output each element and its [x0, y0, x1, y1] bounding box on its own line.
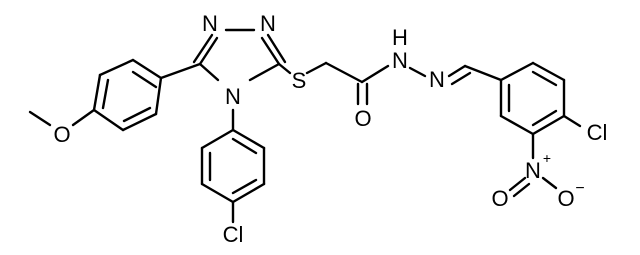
- bond: [92, 108, 125, 132]
- atom-label-methoxy-oxygen: O: [53, 122, 70, 147]
- bond: [98, 58, 135, 77]
- atom-label-sulfur: S: [292, 68, 307, 93]
- bond: [450, 71, 472, 86]
- bond: [121, 112, 158, 132]
- bond: [71, 108, 96, 127]
- bond: [28, 110, 52, 127]
- bond: [101, 78, 110, 110]
- bond: [531, 114, 566, 136]
- bond: [447, 64, 467, 78]
- bond: [131, 58, 163, 80]
- bond: [562, 114, 582, 128]
- atom-label-nitro-minus: −: [575, 180, 584, 197]
- bond: [122, 106, 152, 123]
- atom-label-hydrazide-nh-n: N: [392, 48, 408, 73]
- bond: [531, 109, 558, 127]
- bond: [231, 182, 266, 204]
- bond: [360, 64, 390, 84]
- bond: [260, 36, 281, 66]
- bond: [499, 61, 535, 82]
- atom-labels: N N N S O N H N O Cl Cl N + O O −: [53, 11, 607, 247]
- bond: [305, 61, 328, 75]
- bond: [499, 114, 535, 136]
- atom-label-nitro-nitrogen: N: [525, 158, 541, 183]
- atom-label-carbonyl-oxygen: O: [354, 106, 371, 131]
- atom-label-n-triazole-4: N: [225, 84, 241, 109]
- atom-label-chlorine-bottom: Cl: [223, 222, 244, 247]
- bond: [198, 36, 219, 66]
- bond: [324, 61, 364, 84]
- bond: [192, 33, 214, 64]
- bond: [231, 128, 266, 150]
- bond: [200, 182, 235, 204]
- bonds: [28, 28, 582, 224]
- bond: [463, 64, 503, 82]
- bond: [231, 178, 258, 195]
- bond: [277, 62, 292, 75]
- bond: [531, 70, 558, 87]
- atom-label-nitro-plus: +: [543, 150, 551, 166]
- atom-label-n-triazole-1: N: [202, 11, 218, 36]
- bond: [92, 73, 102, 112]
- bond: [248, 62, 281, 82]
- atom-label-nitro-oxygen-right: O: [557, 186, 574, 211]
- atom-label-chlorine-right: Cl: [587, 120, 608, 145]
- bond: [231, 137, 258, 155]
- atom-label-nitro-oxygen-left: O: [491, 186, 508, 211]
- bond: [131, 70, 158, 89]
- bond: [154, 76, 163, 116]
- bond: [531, 61, 566, 82]
- bond: [541, 176, 558, 190]
- bond: [512, 182, 531, 198]
- atom-label-hydrazone-n: N: [429, 67, 445, 92]
- atom-label-hydrazide-h: H: [392, 25, 408, 50]
- bond: [408, 66, 427, 78]
- atom-label-n-triazole-2: N: [260, 11, 276, 36]
- bond: [508, 176, 527, 192]
- bond: [200, 128, 235, 150]
- bond: [159, 62, 202, 80]
- bond: [266, 33, 287, 64]
- bond: [198, 62, 220, 82]
